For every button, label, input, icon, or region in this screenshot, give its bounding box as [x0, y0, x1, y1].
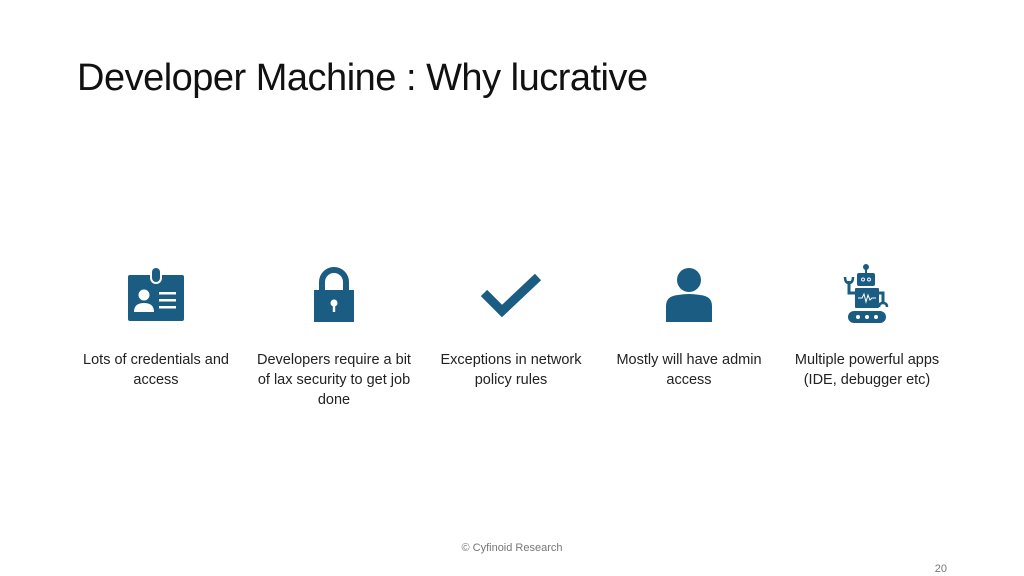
- item-credentials: Lots of credentials and access: [71, 262, 241, 390]
- item-caption: Exceptions in network policy rules: [440, 352, 582, 388]
- item-admin-access: Mostly will have admin access: [604, 262, 774, 390]
- item-network-exceptions: Exceptions in network policy rules: [426, 262, 596, 390]
- padlock-icon: [299, 262, 369, 326]
- item-caption: Lots of credentials and access: [83, 352, 229, 388]
- item-lax-security: Developers require a bit of lax security…: [249, 262, 419, 410]
- item-powerful-apps: Multiple powerful apps (IDE, debugger et…: [782, 262, 952, 390]
- checkmark-icon: [476, 262, 546, 326]
- user-icon: [654, 262, 724, 326]
- item-caption: Mostly will have admin access: [616, 352, 762, 388]
- id-badge-icon: [121, 262, 191, 326]
- page-number: 20: [934, 563, 947, 575]
- footer-copyright: © Cyfinoid Research: [461, 542, 563, 554]
- slide-title: Developer Machine : Why lucrative: [77, 57, 648, 99]
- robot-icon: [832, 262, 902, 326]
- item-caption: Multiple powerful apps (IDE, debugger et…: [794, 352, 940, 388]
- item-caption: Developers require a bit of lax security…: [257, 352, 411, 408]
